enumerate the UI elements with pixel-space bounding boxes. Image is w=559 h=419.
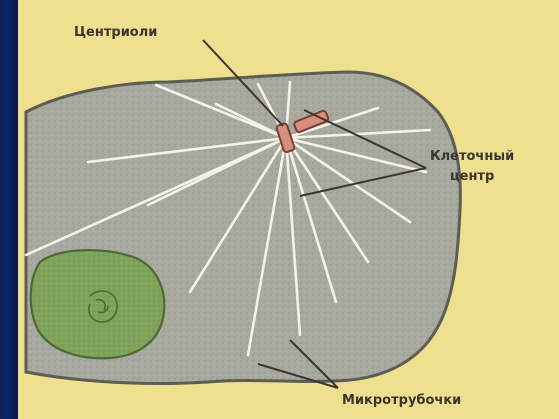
nucleus [31, 250, 165, 358]
microtubules-label: Микротрубочки [342, 393, 461, 408]
centrioles-label: Центриоли [74, 25, 157, 40]
cell-center-label-line2: центр [450, 169, 494, 184]
cell-center-label-line1: Клеточный [430, 149, 514, 164]
cell-diagram: Центриоли Клеточный центр Микротрубочки [18, 0, 559, 419]
